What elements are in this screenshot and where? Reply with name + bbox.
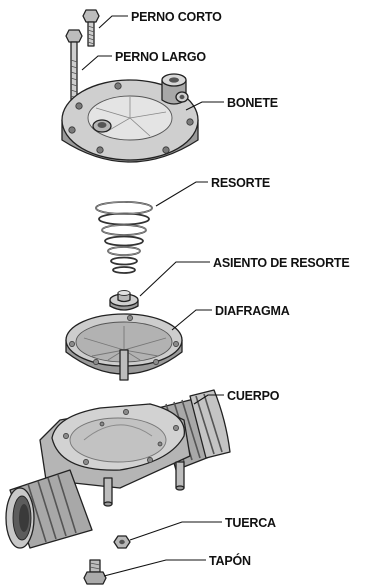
nut xyxy=(113,535,131,549)
label-resorte: RESORTE xyxy=(211,176,270,190)
label-tapon: TAPÓN xyxy=(209,553,251,568)
valve-body xyxy=(5,389,231,549)
nut-leader xyxy=(129,521,222,541)
label-perno-corto: PERNO CORTO xyxy=(131,10,222,24)
spring-leader xyxy=(155,181,208,207)
label-tuerca: TUERCA xyxy=(225,516,276,530)
bonnet xyxy=(61,73,199,163)
short-bolt xyxy=(82,9,100,47)
bonnet-leader xyxy=(185,101,224,111)
label-perno-largo: PERNO LARGO xyxy=(115,50,206,64)
short-bolt-leader xyxy=(98,15,128,29)
label-asiento-de-resorte: ASIENTO DE RESORTE xyxy=(213,256,349,270)
plug-leader xyxy=(103,559,206,577)
spring-seat xyxy=(109,290,139,311)
diaphragm-leader xyxy=(171,309,212,331)
spring-seat-leader xyxy=(139,261,210,297)
diaphragm xyxy=(65,313,183,381)
spring xyxy=(95,201,153,274)
body-leader xyxy=(193,394,224,405)
plug xyxy=(83,559,107,585)
label-bonete: BONETE xyxy=(227,96,278,110)
label-cuerpo: CUERPO xyxy=(227,389,280,403)
label-diafragma: DIAFRAGMA xyxy=(215,304,290,318)
long-bolt-leader xyxy=(81,55,112,71)
